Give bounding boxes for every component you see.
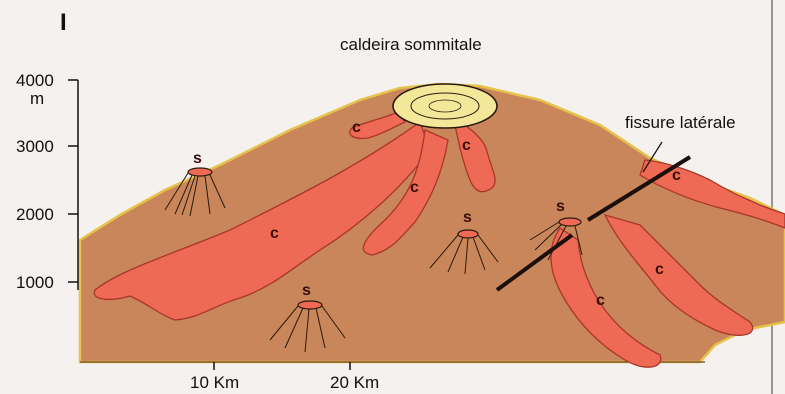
y-axis-unit: m [30,89,44,108]
x-tick-label: 20 Km [330,373,379,392]
y-tick-label: 4000 [16,71,54,90]
cone-label: s [193,150,202,167]
cone-label: s [463,209,472,226]
cone-label: s [556,198,565,215]
summit-caldera [393,84,497,128]
flow-label: c [462,137,471,154]
flow-label: c [352,119,361,136]
cone-label: s [302,282,311,299]
y-axis: 4000 m 3000 2000 1000 [16,71,78,292]
flow-label: c [410,179,419,196]
caldera-label: caldeira sommitale [340,35,482,54]
flow-label: c [655,261,664,278]
panel-mark: I [60,9,67,36]
x-tick-label: 10 Km [190,373,239,392]
fissure-label: fissure latérale [625,113,736,132]
y-tick-label: 3000 [16,137,54,156]
flow-label: c [672,167,681,184]
flow-label: c [596,292,605,309]
x-axis: 10 Km 20 Km [190,362,379,392]
y-tick-label: 2000 [16,205,54,224]
y-tick-label: 1000 [16,273,54,292]
flow-label: c [270,225,279,242]
